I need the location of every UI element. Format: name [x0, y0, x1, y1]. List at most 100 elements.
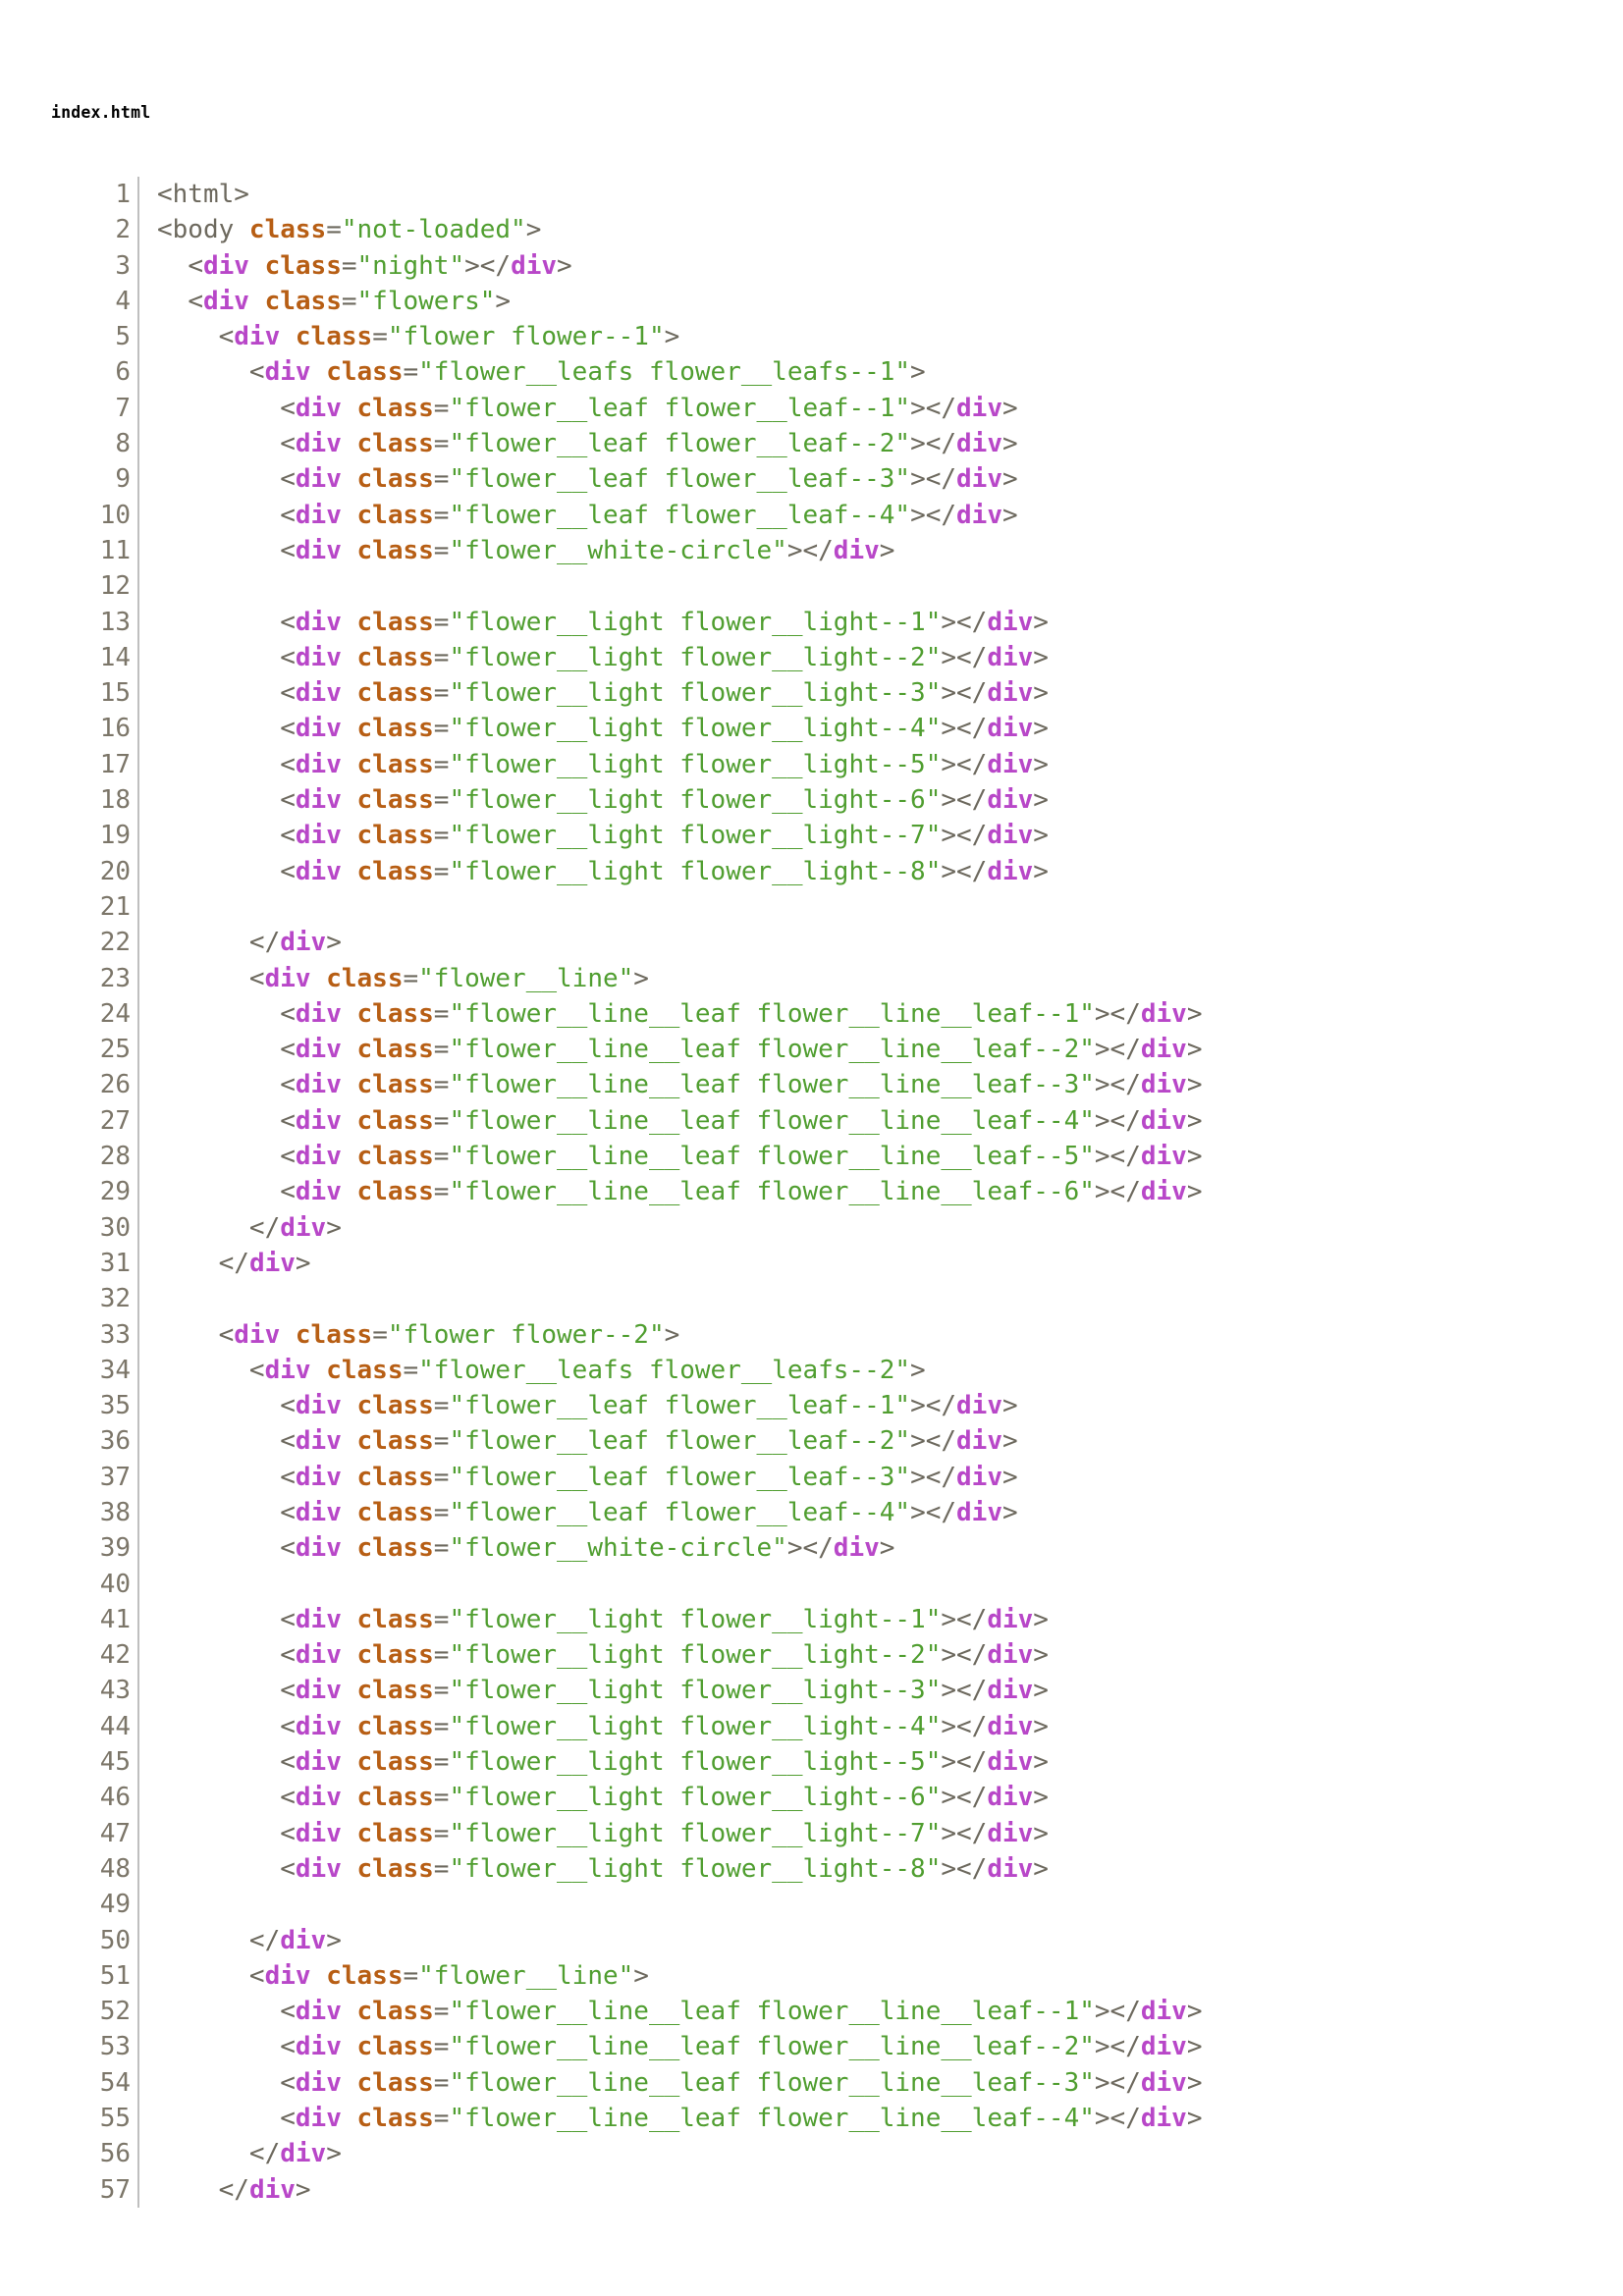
code-token: =	[433, 1818, 450, 1848]
line-content: <div class="flower__leaf flower__leaf--4…	[139, 498, 1018, 533]
code-line: 37 <div class="flower__leaf flower__leaf…	[0, 1459, 1623, 1495]
code-token: ></	[910, 429, 957, 459]
code-token: div	[295, 1533, 342, 1564]
code-token	[280, 1320, 296, 1350]
code-token: </	[218, 2174, 249, 2205]
line-content: <div class="flower__light flower__light-…	[139, 782, 1049, 818]
code-token: div	[1140, 1105, 1187, 1136]
code-token: >	[295, 1248, 311, 1278]
code-token: ></	[910, 393, 957, 423]
code-token: =	[433, 429, 450, 459]
code-token: =	[433, 1533, 450, 1564]
code-token: =	[433, 1142, 450, 1172]
code-token: "flower__line__leaf flower__line__leaf--…	[449, 1997, 1095, 2027]
code-token	[342, 1676, 357, 1705]
code-line: 45 <div class="flower__light flower__lig…	[0, 1744, 1623, 1781]
code-token: div	[264, 1960, 311, 1991]
code-token: "flower__leaf flower__leaf--2"	[449, 429, 911, 459]
code-token: "flower__light flower__light--5"	[449, 1747, 942, 1778]
code-token: <	[280, 998, 296, 1029]
code-line: 48 <div class="flower__light flower__lig…	[0, 1850, 1623, 1888]
code-token: ></	[1094, 1070, 1141, 1100]
line-content	[139, 1281, 173, 1316]
code-token: div	[280, 928, 327, 958]
code-token: class	[356, 1997, 434, 2027]
code-token: "night"	[356, 250, 465, 281]
code-token: <	[280, 1676, 296, 1706]
code-line: 31 </div>	[0, 1245, 1623, 1282]
code-token: ></	[1094, 1142, 1141, 1172]
code-token: div	[234, 1319, 281, 1350]
line-content: <div class="flower__light flower__light-…	[139, 1673, 1049, 1708]
code-line: 53 <div class="flower__line__leaf flower…	[0, 2029, 1623, 2065]
code-token: >	[1033, 856, 1049, 886]
code-token: "flower__light flower__light--4"	[449, 714, 942, 744]
code-token: div	[280, 1212, 327, 1243]
code-token: >	[557, 250, 572, 281]
line-content: <div class="flower__light flower__light-…	[139, 747, 1049, 782]
code-line: 35 <div class="flower__leaf flower__leaf…	[0, 1388, 1623, 1424]
code-token: div	[280, 1925, 327, 1955]
code-line: 25 <div class="flower__line__leaf flower…	[0, 1032, 1623, 1068]
code-token	[342, 608, 357, 637]
code-token: ></	[941, 714, 988, 744]
code-token: <	[280, 464, 296, 495]
line-number: 32	[0, 1281, 139, 1317]
code-token: "flower__light flower__light--3"	[449, 678, 942, 709]
code-token: =	[433, 1640, 450, 1671]
code-token: div	[295, 678, 342, 709]
line-content: <div class="flower__line__leaf flower__l…	[139, 2101, 1203, 2136]
code-token: <	[280, 856, 296, 886]
code-token: div	[987, 607, 1034, 637]
code-line: 4 <div class="flowers">	[0, 283, 1623, 320]
code-token: </	[248, 2139, 281, 2169]
code-token: >	[1186, 998, 1203, 1029]
code-token: ></	[1094, 1105, 1141, 1136]
line-content: <body class="not-loaded">	[139, 212, 541, 247]
line-number: 43	[0, 1673, 139, 1709]
code-token: div	[956, 1497, 1002, 1527]
line-number: 23	[0, 960, 139, 996]
code-token: >	[1186, 2104, 1203, 2134]
code-token: ></	[910, 1462, 957, 1492]
code-token: ></	[1094, 1035, 1141, 1065]
line-number: 27	[0, 1102, 139, 1140]
code-token	[342, 1035, 357, 1064]
code-token: class	[295, 1319, 373, 1350]
code-token: div	[987, 821, 1034, 851]
line-content: <div class="flower__light flower__light-…	[139, 1780, 1049, 1815]
code-token: ></	[910, 1426, 957, 1457]
code-token: <	[280, 1497, 296, 1527]
code-token: =	[433, 998, 450, 1029]
code-token: >	[633, 1960, 649, 1991]
code-token: ></	[1094, 998, 1141, 1029]
code-token: div	[234, 322, 281, 352]
code-token: <	[280, 2032, 296, 2062]
code-token: =	[433, 1604, 450, 1634]
code-token	[342, 1177, 357, 1206]
code-line: 1<html>	[0, 177, 1623, 213]
code-token: <	[280, 1997, 296, 2027]
code-token: class	[356, 1676, 434, 1706]
code-token: class	[356, 2067, 434, 2098]
line-number: 40	[0, 1566, 139, 1602]
code-token	[342, 1498, 357, 1527]
code-line: 10 <div class="flower__leaf flower__leaf…	[0, 497, 1623, 533]
code-token: =	[433, 1462, 450, 1492]
code-token: div	[1140, 998, 1187, 1029]
code-token: >	[326, 928, 342, 958]
code-token: >	[1002, 500, 1018, 530]
code-token: >	[910, 357, 926, 388]
line-number: 34	[0, 1352, 139, 1389]
code-token: class	[356, 998, 434, 1029]
code-token: "flower__light flower__light--8"	[449, 856, 942, 886]
code-token: "flower__line__leaf flower__line__leaf--…	[449, 1070, 1095, 1100]
code-token	[249, 251, 265, 281]
code-token: <	[218, 322, 235, 352]
code-token: >	[1002, 393, 1018, 423]
code-line: 13 <div class="flower__light flower__lig…	[0, 604, 1623, 640]
code-token	[342, 714, 357, 743]
code-token: <	[280, 642, 296, 672]
code-line: 19 <div class="flower__light flower__lig…	[0, 818, 1623, 854]
code-token	[342, 678, 357, 708]
